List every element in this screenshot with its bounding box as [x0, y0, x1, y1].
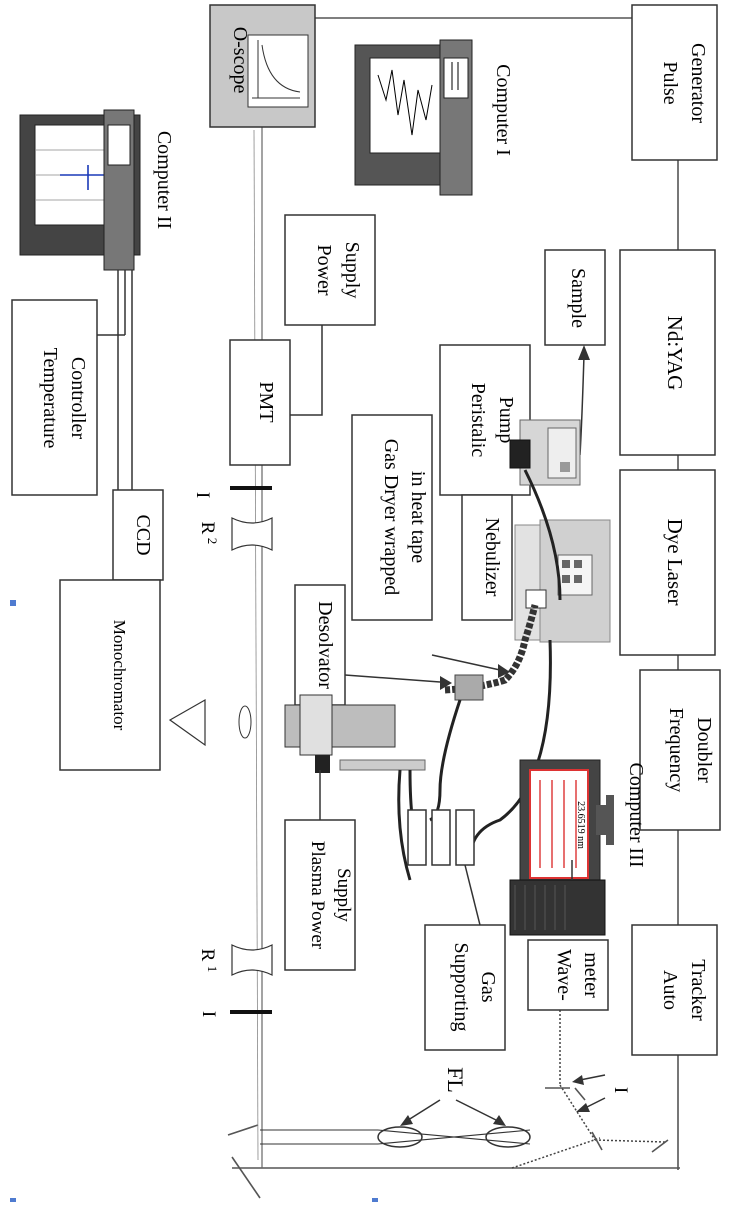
lens-r2: R 2 — [197, 518, 272, 550]
auto-tracker: Auto Tracker — [632, 925, 717, 1055]
computer-2: Computer II — [20, 110, 175, 270]
plasma-power-supply: Plasma Power Supply — [285, 820, 355, 970]
supporting-gas-label-1: Supporting — [450, 943, 472, 1032]
pmt-label: PMT — [255, 381, 277, 422]
lens-r2-sub: 2 — [205, 538, 220, 545]
power-supply: Power Supply — [285, 215, 375, 325]
iris-bottom-label: I — [610, 1087, 631, 1093]
desolvator-arrow-line — [345, 675, 440, 682]
lens-r1-label: R — [197, 949, 218, 962]
wavemeter-readout: 23.6519 nm — [575, 801, 586, 849]
nd-yag: Nd:YAG — [620, 250, 715, 455]
temperature-controller: Temperature Controller — [12, 300, 97, 495]
peristaltic-pump-device — [510, 420, 580, 485]
fl-label: FL — [443, 1067, 468, 1093]
mirror-set — [545, 1088, 668, 1152]
pulse-generator-label-2: Generator — [687, 43, 709, 123]
dye-laser: Dye Laser — [620, 470, 715, 655]
gas-dryer-label-1: Gas Dryer wrapped — [380, 439, 402, 596]
desolvator-device — [455, 675, 483, 700]
desolvator-label: Desolvator — [314, 601, 336, 689]
wavemeter-tower — [510, 880, 605, 935]
auto-tracker-label-1: Auto — [659, 970, 681, 1010]
iris-upper-label: I — [192, 492, 213, 498]
frequency-doubler: Frequency Doubler — [640, 670, 720, 830]
sample: Sample — [545, 250, 605, 345]
wavemeter: Wave- meter — [528, 940, 608, 1010]
computer-1: Computer I — [355, 40, 514, 195]
dye-laser-label: Dye Laser — [663, 519, 687, 606]
gas-dryer: Gas Dryer wrapped in heat tape — [352, 415, 432, 620]
pulse-generator: Pulse Generator — [632, 5, 717, 160]
lens-r1: R 1 — [197, 945, 272, 975]
selection-marker — [10, 600, 16, 606]
computer-3-label: Computer III — [625, 763, 647, 868]
ccd: CCD — [113, 490, 163, 580]
corner-marker-right — [372, 1198, 378, 1202]
sample-label: Sample — [567, 268, 589, 328]
iris-lower-label: I — [198, 1011, 219, 1017]
focusing-lenses: FL — [260, 1067, 530, 1147]
frequency-doubler-label-2: Doubler — [693, 717, 715, 783]
gas-dryer-label-2: in heat tape — [407, 471, 429, 563]
iris-lower: I — [198, 1011, 272, 1017]
ccd-wires — [97, 270, 132, 490]
o-scope-label: O-scope — [229, 27, 251, 94]
supporting-gas: Supporting Gas — [425, 925, 505, 1050]
supporting-gas-label-2: Gas — [477, 971, 499, 1002]
ccd-label: CCD — [132, 514, 154, 555]
nd-yag-label: Nd:YAG — [663, 316, 687, 391]
supporting-gas-line — [465, 865, 480, 925]
o-scope: O-scope — [210, 5, 315, 127]
nebulizer-label: Nebulizer — [481, 518, 503, 597]
iris-bottom: I — [572, 1075, 631, 1112]
peristaltic-pump-label-1: Peristalic — [467, 383, 489, 458]
plasma-flame — [239, 706, 251, 738]
plasma-torch — [285, 695, 425, 773]
collection-cone — [170, 700, 205, 745]
power-supply-label-2: Supply — [341, 242, 363, 299]
computer-2-label: Computer II — [153, 131, 175, 229]
pulse-generator-label-1: Pulse — [659, 61, 681, 104]
peristaltic-pump-label-box: Peristalic Pump — [440, 345, 530, 495]
wavemeter-label-2: meter — [580, 952, 602, 998]
auto-tracker-label-2: Tracker — [687, 959, 709, 1021]
pmt: PMT — [230, 340, 290, 465]
corner-marker-left — [10, 1198, 16, 1202]
plasma-power-supply-label-2: Supply — [333, 868, 354, 922]
monochromator-label: Monochromator — [110, 620, 129, 731]
lens-r2-label: R — [197, 522, 218, 535]
computer-1-label: Computer I — [492, 64, 514, 156]
flow-meters — [408, 810, 474, 865]
frequency-doubler-label-1: Frequency — [665, 708, 687, 792]
desolvator: Desolvator — [295, 585, 345, 705]
lens-r1-sub: 1 — [205, 966, 220, 973]
sample-tube — [580, 355, 584, 455]
sample-arrow — [578, 345, 590, 360]
iris-upper: I — [192, 488, 272, 498]
monochromator: Monochromator — [60, 580, 160, 770]
computer-3: 23.6519 nm Computer III — [520, 760, 647, 890]
power-supply-label-1: Power — [313, 244, 335, 295]
temperature-controller-label-2: Controller — [67, 357, 89, 440]
wavemeter-label-1: Wave- — [553, 949, 575, 1001]
peristaltic-pump-label-2: Pump — [495, 397, 517, 444]
temperature-controller-label-1: Temperature — [39, 348, 61, 449]
plasma-power-supply-label-1: Plasma Power — [307, 841, 328, 950]
nebulizer: Nebulizer — [462, 495, 512, 620]
gas-dryer-arrow-line — [432, 655, 500, 670]
